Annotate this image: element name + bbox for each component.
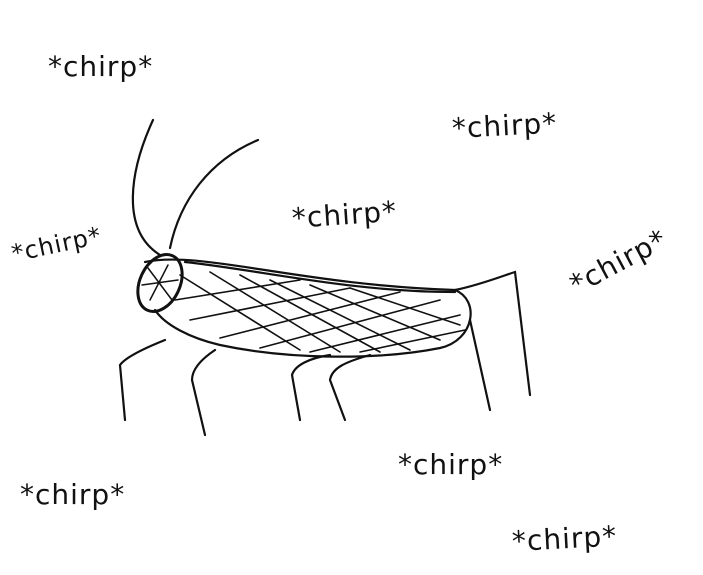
chirp-text: *chirp* — [511, 519, 618, 558]
stand-right-side — [453, 270, 532, 397]
stand-middle-leg-2 — [328, 353, 372, 422]
stand-right-leg — [468, 318, 492, 412]
string-right — [168, 138, 260, 250]
chirp-text: *chirp* — [451, 106, 558, 145]
basket-end-cap — [136, 253, 184, 313]
stand-front-leg — [190, 348, 217, 437]
chirp-text: *chirp* — [48, 50, 154, 83]
basket-outline — [143, 258, 472, 358]
stand-middle-leg — [290, 353, 332, 422]
string-left — [131, 118, 162, 257]
end-cap-hatching — [141, 264, 179, 301]
chirp-text: *chirp* — [20, 478, 126, 511]
basket-rim — [183, 260, 457, 294]
stand-left-leg — [118, 338, 167, 422]
chirp-text: *chirp* — [398, 448, 504, 481]
basket-mesh — [174, 271, 466, 353]
